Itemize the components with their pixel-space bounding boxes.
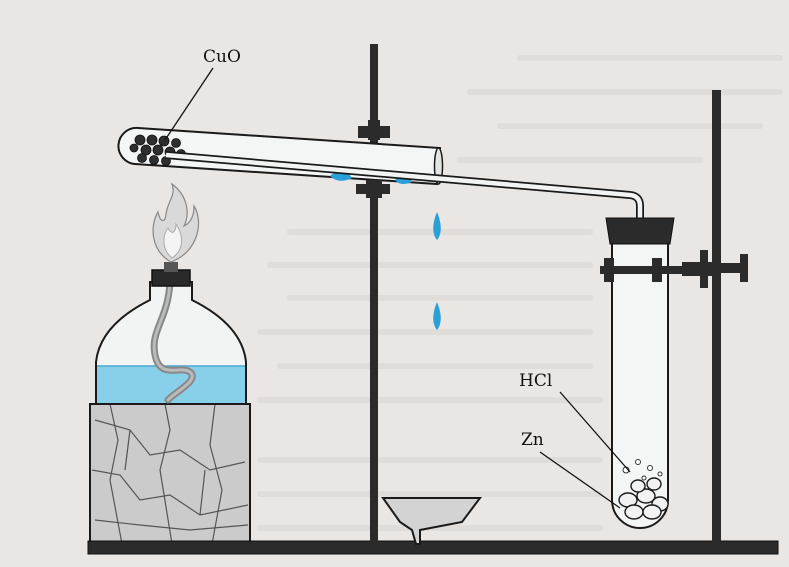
right-stand-rod xyxy=(712,90,721,542)
delivery-tube xyxy=(165,151,644,226)
leader-zn xyxy=(539,451,621,509)
label-hcl: HCl xyxy=(519,371,552,391)
falling-water-drops xyxy=(433,212,441,330)
leader-hcl xyxy=(559,391,631,473)
flame-icon xyxy=(152,182,200,263)
right-rod-clamp xyxy=(600,250,748,288)
lamp-fuel-liquid xyxy=(97,366,245,403)
burner-stand-block xyxy=(89,403,251,545)
label-zn: Zn xyxy=(521,430,544,450)
zinc-granules xyxy=(618,477,669,520)
leader-cuo xyxy=(164,67,214,141)
lamp-neck-cap xyxy=(151,269,191,287)
middle-stand-rod xyxy=(370,44,378,542)
burner-assembly xyxy=(89,182,251,545)
rubber-stopper xyxy=(605,217,675,245)
hydrogen-generator-tube xyxy=(600,217,748,529)
labels: CuO HCl Zn xyxy=(164,47,631,509)
stand-base-plate xyxy=(87,540,779,555)
middle-rod-clamp xyxy=(356,120,390,198)
collecting-dish xyxy=(381,497,482,545)
label-cuo: CuO xyxy=(203,47,241,67)
